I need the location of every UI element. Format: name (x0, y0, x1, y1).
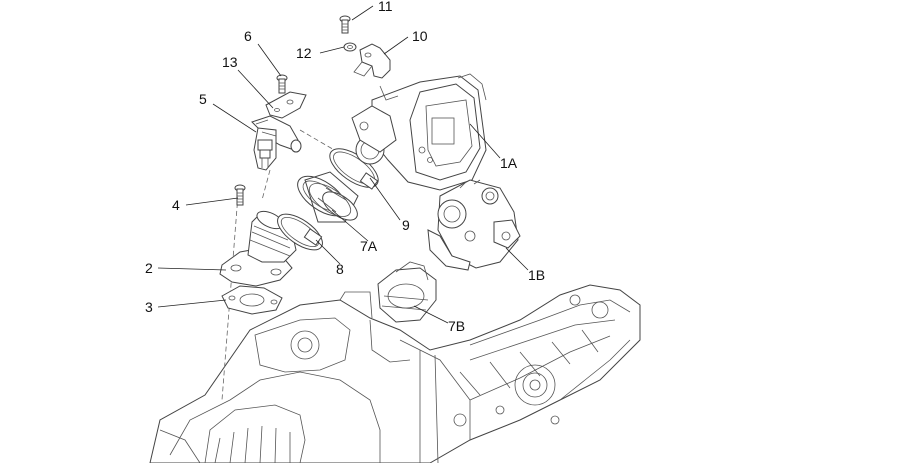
engine-crankcase (149, 284, 641, 463)
callout-3: 3 (145, 299, 153, 315)
callout-12: 12 (296, 45, 312, 61)
callout-9: 9 (402, 217, 410, 233)
leader-lines (157, 5, 529, 324)
callout-13: 13 (222, 54, 238, 70)
part-12-washer (343, 42, 357, 52)
callout-6: 6 (244, 28, 252, 44)
callout-4: 4 (172, 197, 180, 213)
part-3-gasket (221, 285, 283, 315)
callout-11: 11 (378, 0, 393, 14)
part-13-bracket (265, 91, 307, 119)
part-11-screw (339, 15, 351, 34)
part-5-injector (251, 115, 302, 171)
callout-labels: 11 10 12 6 13 5 1A 9 4 7A 1B 2 8 3 7B (145, 0, 545, 334)
part-4-screw (234, 184, 246, 206)
callout-10: 10 (412, 28, 428, 44)
callout-1a: 1A (500, 155, 518, 171)
callout-7b: 7B (448, 318, 465, 334)
callout-8: 8 (336, 261, 344, 277)
callout-2: 2 (145, 260, 153, 276)
part-1b-throttle-body (427, 179, 521, 271)
callout-5: 5 (199, 91, 207, 107)
part-7a-coupling (297, 171, 359, 223)
part-7b-coupling (377, 261, 437, 323)
part-1a-throttle-body (351, 73, 487, 191)
part-6-screw (276, 74, 288, 94)
callout-7a: 7A (360, 238, 378, 254)
callout-1b: 1B (528, 267, 545, 283)
part-10-bracket (353, 43, 391, 79)
